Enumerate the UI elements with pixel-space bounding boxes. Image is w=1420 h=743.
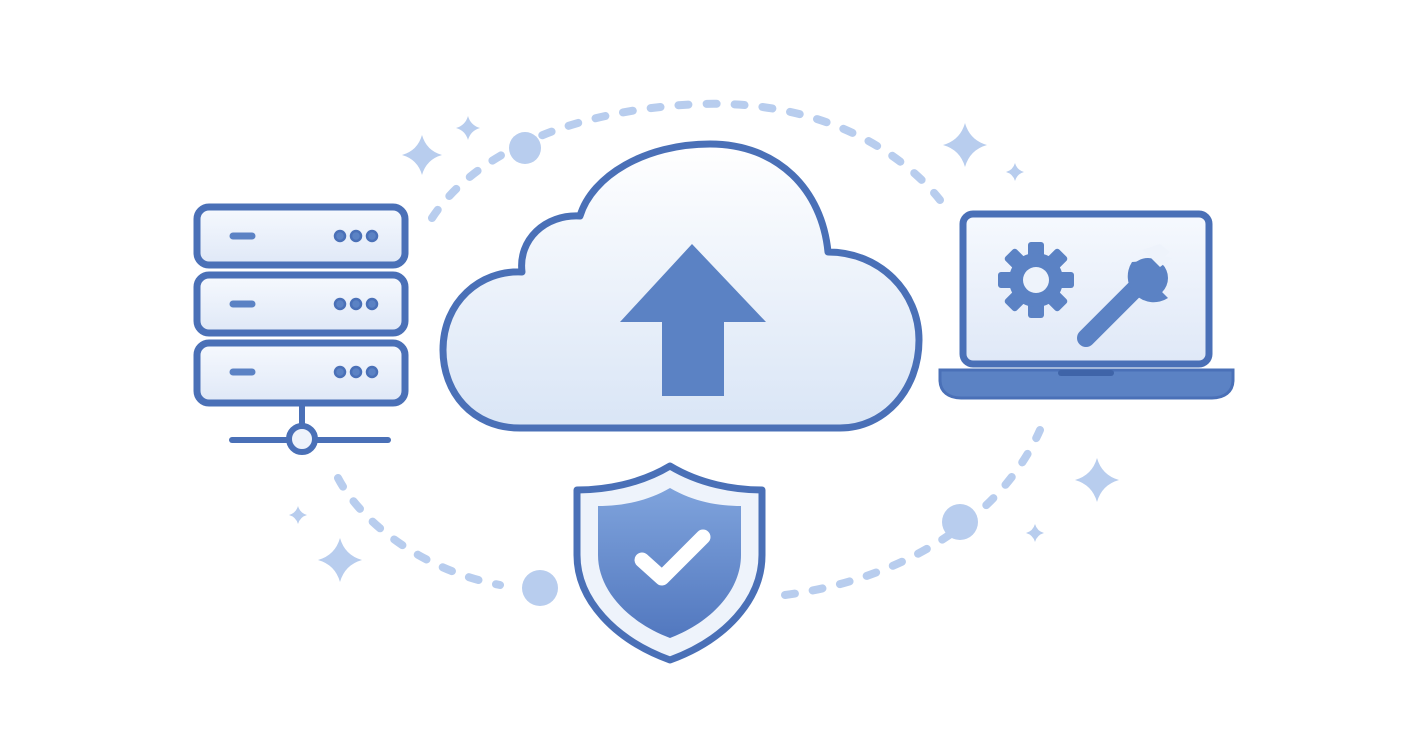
- sparkle-icon: [318, 538, 362, 582]
- sparkle-icon: [289, 506, 307, 524]
- sparkle-icon: [1006, 163, 1024, 181]
- sparkle-icon: [402, 135, 442, 175]
- sparkle-icon: [943, 123, 987, 167]
- sparkle-icon: [456, 116, 480, 140]
- network-node: [286, 423, 318, 455]
- checkmark-icon: [634, 529, 711, 586]
- cloud-upload-icon: [439, 140, 923, 432]
- sparkle-icon: [1026, 524, 1044, 542]
- sparkle-icon: [1075, 458, 1119, 502]
- upload-arrow-icon: [620, 244, 766, 396]
- gear-icon: [998, 242, 1074, 318]
- server-unit: [193, 203, 409, 269]
- server-stack-icon: [193, 203, 409, 455]
- dotted-orbit: [334, 99, 1044, 599]
- sparkle-icons: [289, 116, 1119, 582]
- wrench-icon: [1077, 244, 1172, 347]
- laptop-settings-icon: [938, 210, 1235, 400]
- orbit-dots: [509, 132, 978, 606]
- server-unit: [193, 271, 409, 337]
- shield-check-icon: [573, 462, 766, 664]
